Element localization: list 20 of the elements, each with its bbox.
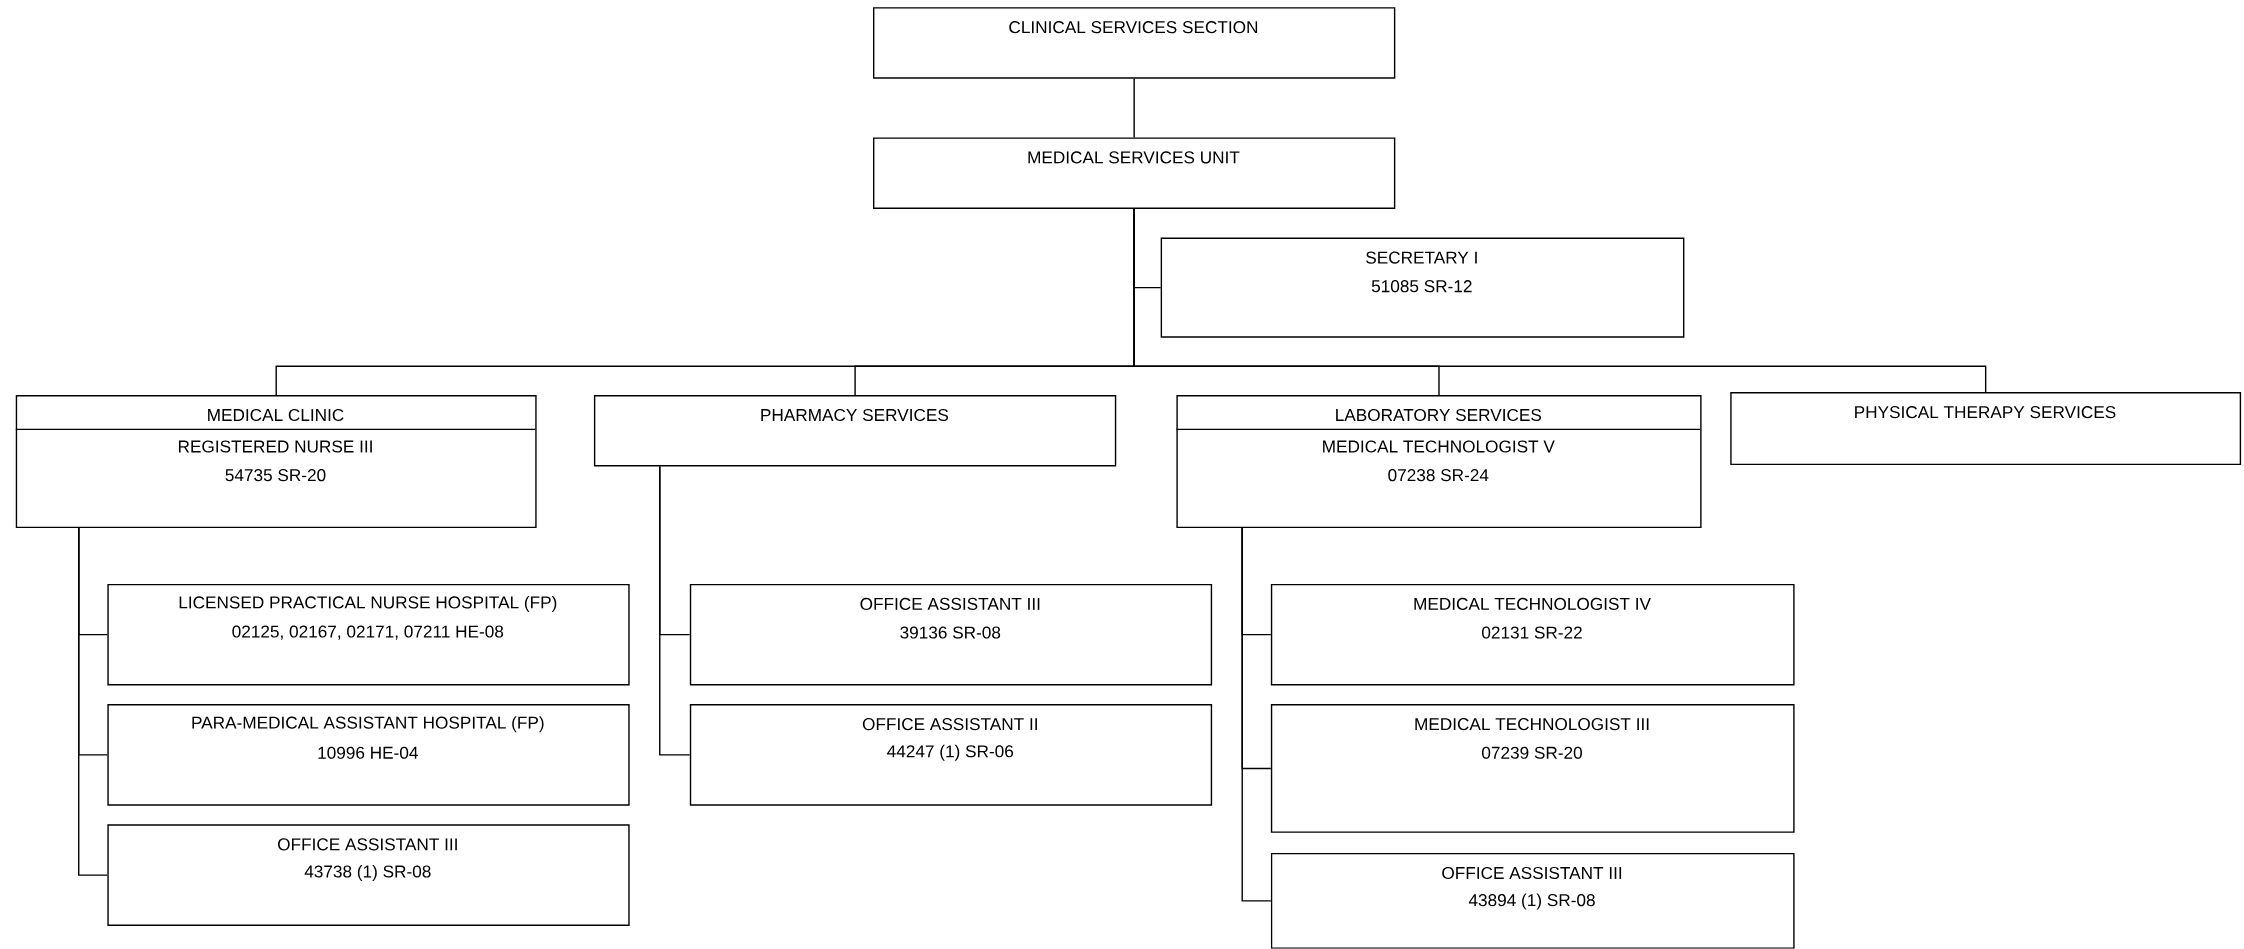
org-box: LABORATORY SERVICES MEDICAL TECHNOLOGIST V 07238 SR-24: [1175, 395, 1702, 529]
org-box: PARA-MEDICAL ASSISTANT HOSPITAL (FP) 10996 HE-04: [107, 704, 630, 806]
org-box: CLINICAL SERVICES SECTION: [873, 7, 1396, 79]
connector-line: [659, 465, 691, 756]
org-box: MEDICAL CLINIC REGISTERED NURSE III 54735 SR-20: [15, 395, 537, 529]
connector-line: [1133, 208, 1987, 393]
org-box: OFFICE ASSISTANT III 43738 (1) SR-08: [107, 824, 630, 926]
org-box: MEDICAL TECHNOLOGIST III 07239 SR-20: [1270, 704, 1795, 833]
org-box: MEDICAL SERVICES UNIT: [873, 137, 1396, 209]
org-box: OFFICE ASSISTANT II 44247 (1) SR-06: [689, 704, 1213, 806]
org-box: OFFICE ASSISTANT III 39136 SR-08: [689, 583, 1213, 686]
connector-line: [1241, 527, 1272, 902]
org-box: OFFICE ASSISTANT III 43894 (1) SR-08: [1270, 853, 1795, 949]
org-box: SECRETARY I 51085 SR-12: [1160, 237, 1685, 338]
org-box: PHARMACY SERVICES: [593, 395, 1117, 467]
org-box: MEDICAL TECHNOLOGIST IV 02131 SR-22: [1270, 583, 1795, 686]
connector-line: [78, 527, 109, 876]
org-box: LICENSED PRACTICAL NURSE HOSPITAL (FP) 02125, 02167, 02171, 07211 HE-08: [107, 583, 630, 686]
connector-line: [1133, 78, 1135, 139]
org-box: PHYSICAL THERAPY SERVICES: [1730, 392, 2242, 466]
